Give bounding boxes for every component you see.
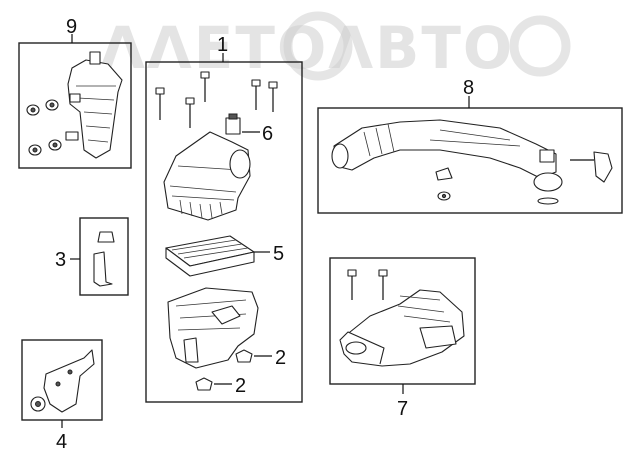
mount-bracket-part-4 [30,349,95,413]
grommets-group-9 [26,99,62,156]
callout-9: 9 [66,16,77,38]
intake-duct-part-8 [331,119,563,192]
callout-7: 7 [397,398,408,420]
group-8-box [317,107,623,214]
bracket-part-3 [93,231,115,287]
callout-5: 5 [273,243,284,265]
callout-6: 6 [262,123,273,145]
group-9-box [18,42,132,169]
callout-2b: 2 [235,375,246,397]
callout-4: 4 [56,431,67,453]
callout-8: 8 [463,77,474,99]
sensor-part-6 [225,113,241,135]
callout-1: 1 [217,34,228,56]
grommet-part-2a [235,349,253,363]
resonator-duct-part-7 [339,289,465,367]
watermark-logo: ΛΛΕΤΟΛΒΤΟ [100,11,571,82]
resonator-part [65,51,123,159]
grommet-part-8 [435,167,559,205]
callout-3: 3 [55,249,66,271]
sensor-part-8 [570,151,613,183]
watermark-text: ΛΛΕΤΟΛΒΤΟ [100,14,514,82]
group-3-box [79,217,129,296]
callout-2a: 2 [275,347,286,369]
air-filter-part-5 [165,235,255,277]
grommet-part-2b [195,377,213,391]
bolts-group-1 [155,71,278,128]
air-cleaner-cover [163,131,251,221]
bolts-group-7 [347,269,388,300]
group-1-box [145,61,303,403]
air-cleaner-case [167,287,259,369]
